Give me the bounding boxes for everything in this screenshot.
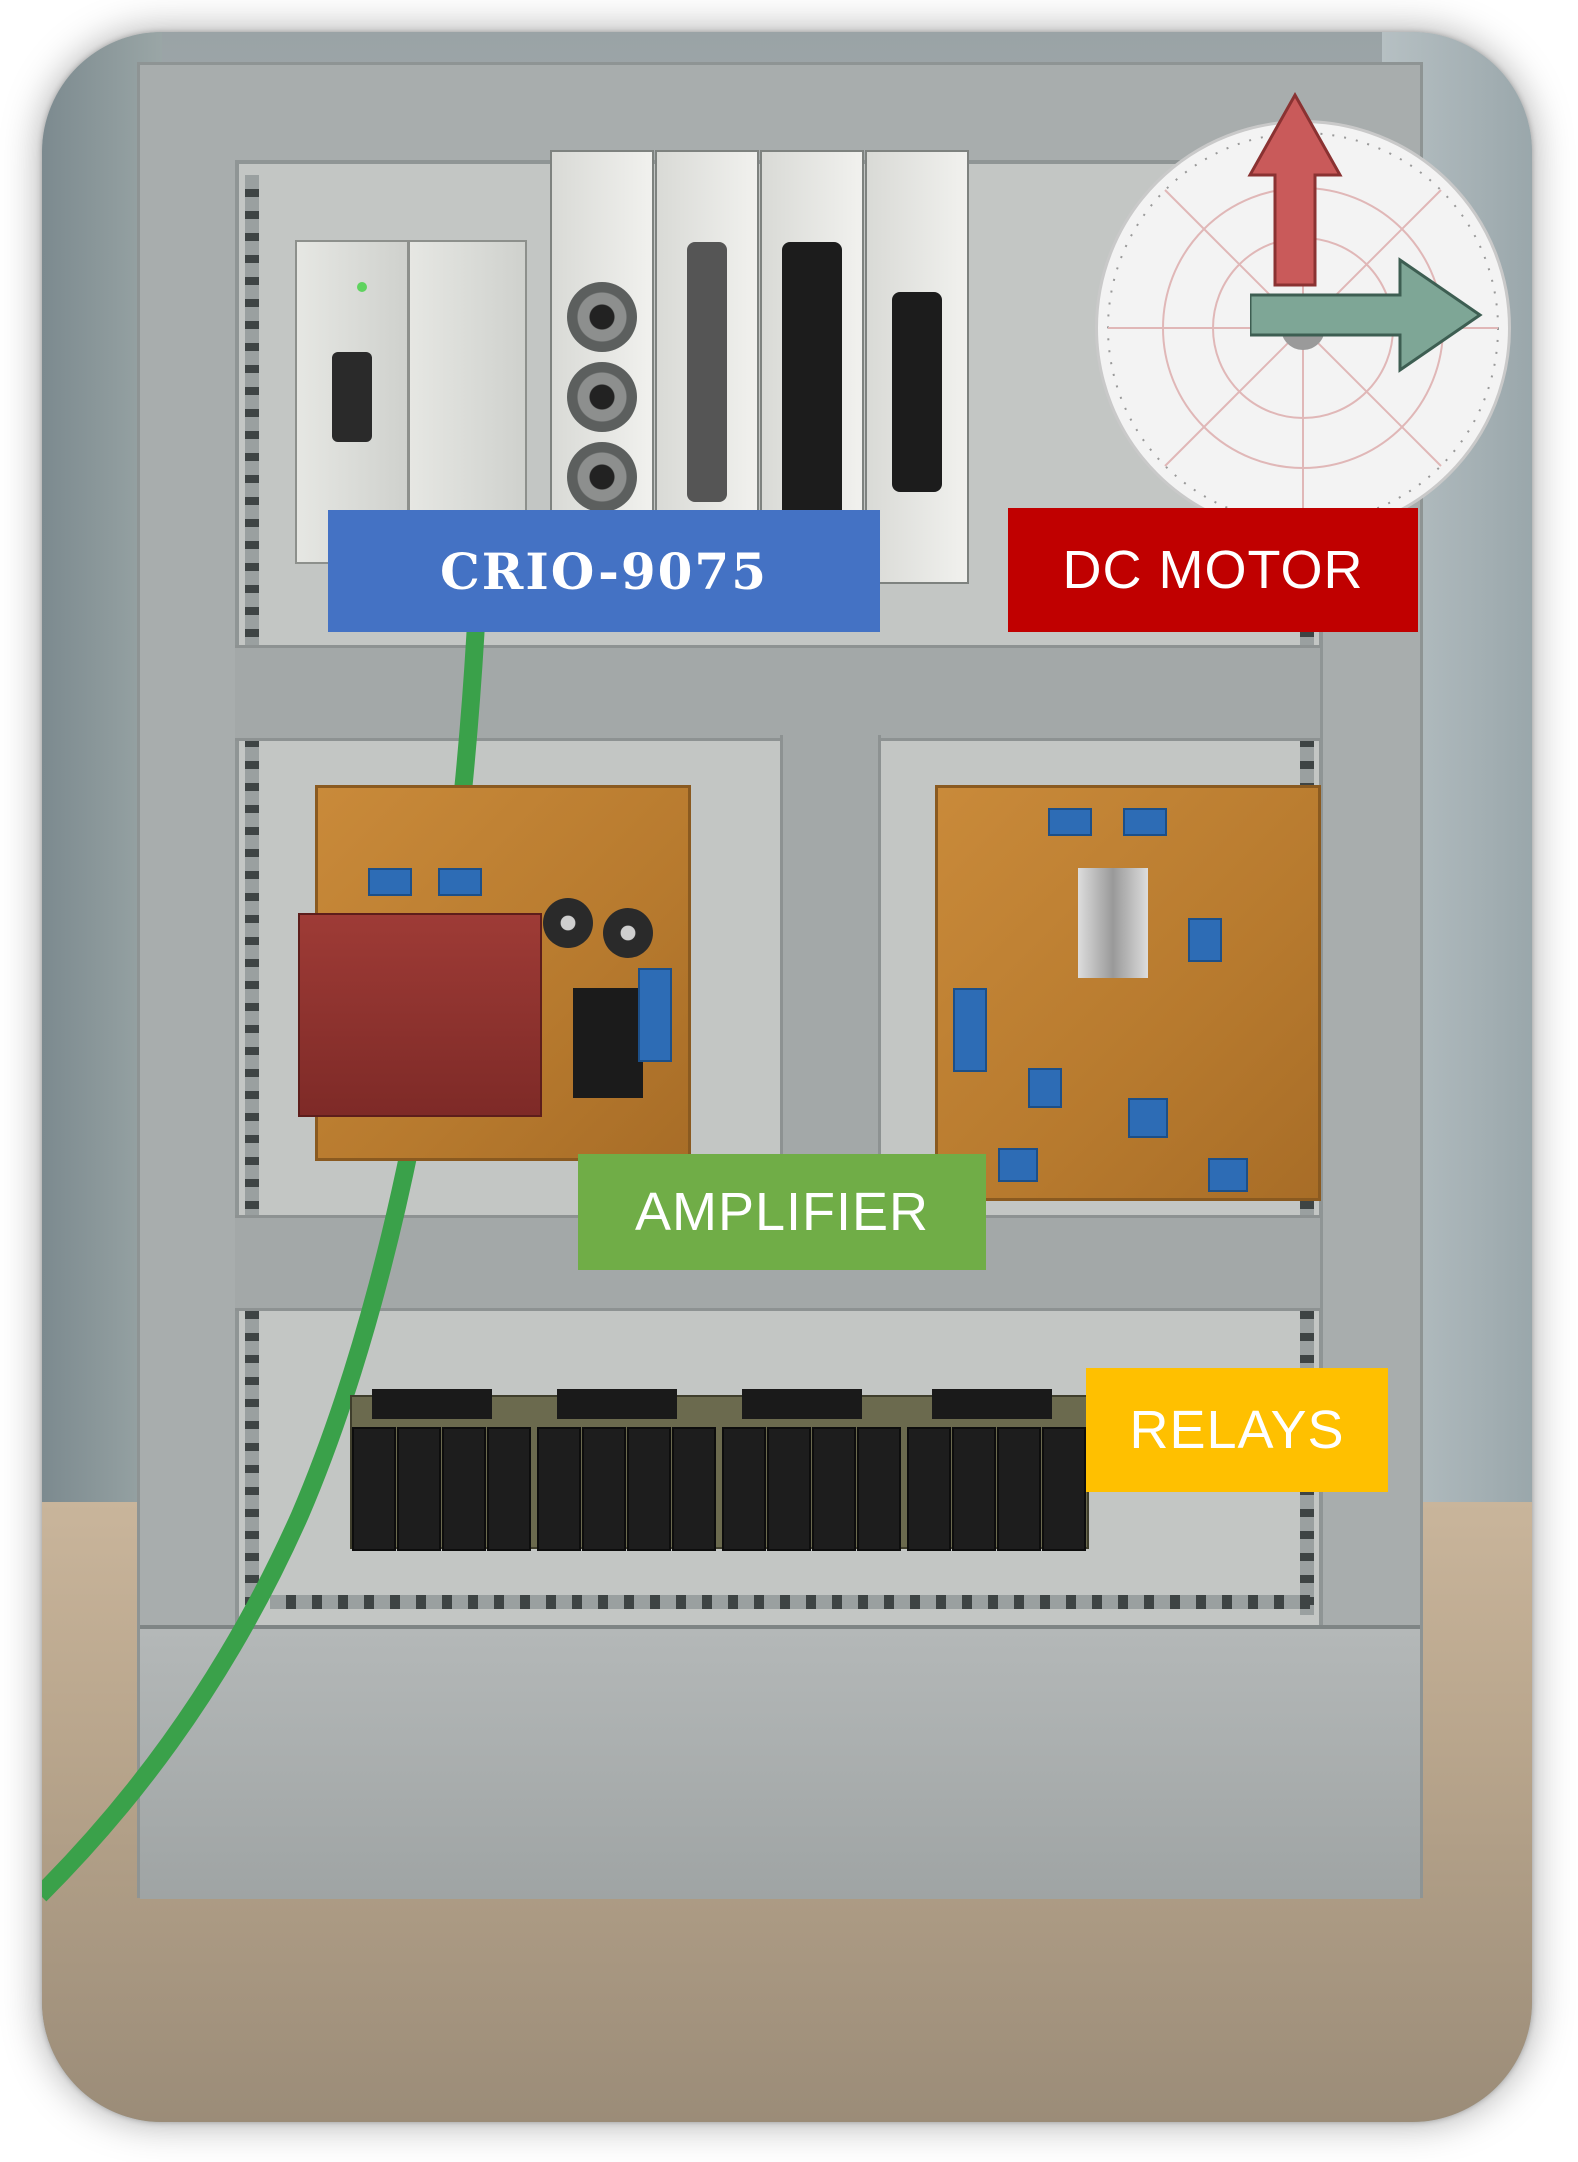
relay [767, 1427, 811, 1551]
crio-9075-label: CRIO-9075 [328, 510, 880, 632]
relay [952, 1427, 996, 1551]
transformer [298, 913, 542, 1117]
dc-motor-label: DC MOTOR [1008, 508, 1418, 632]
relay [907, 1427, 951, 1551]
relay [582, 1427, 626, 1551]
relay [487, 1427, 531, 1551]
capacitor [543, 898, 593, 948]
bnc-connector [567, 442, 637, 512]
bottom-perforated-rail [270, 1595, 1310, 1609]
io-module-bnc [550, 150, 654, 554]
io-module-dsub [655, 150, 759, 554]
terminal-connector [1048, 808, 1092, 836]
capacitor [603, 908, 653, 958]
dsub-connector [687, 242, 727, 502]
relay [857, 1427, 901, 1551]
relay [1042, 1427, 1086, 1551]
upper-cross-rail [235, 645, 1320, 741]
center-divider [780, 735, 881, 1215]
terminal-connector [1128, 1098, 1168, 1138]
relay [997, 1427, 1041, 1551]
relays-label: RELAYS [1086, 1368, 1388, 1492]
relay [812, 1427, 856, 1551]
relay [722, 1427, 766, 1551]
relay [442, 1427, 486, 1551]
cabinet-base [140, 1625, 1420, 1899]
terminal-connector [1028, 1068, 1062, 1108]
terminal-connector [438, 868, 482, 896]
status-led [357, 282, 367, 292]
relay-terminal-strip [372, 1389, 492, 1419]
relay [352, 1427, 396, 1551]
terminal-connector [368, 868, 412, 896]
relay-terminal-strip [932, 1389, 1052, 1419]
io-module-terminal [865, 150, 969, 584]
terminal-connector [638, 968, 672, 1062]
power-supply-board [298, 785, 691, 1161]
amplifier-board [935, 785, 1321, 1201]
regulator [573, 988, 643, 1098]
relay-terminal-strip [742, 1389, 862, 1419]
heatsink [1078, 868, 1148, 978]
serial-port [332, 352, 372, 442]
photo-frame [42, 32, 1532, 2122]
arrow-up-icon [1247, 91, 1343, 287]
terminal-connector [1123, 808, 1167, 836]
terminal-connector [1188, 918, 1222, 962]
relay [627, 1427, 671, 1551]
amplifier-label: AMPLIFIER [578, 1154, 986, 1270]
terminal-connector [953, 988, 987, 1072]
terminal-connector [1208, 1158, 1248, 1192]
ethernet-cable [42, 535, 489, 1902]
terminal-block [782, 242, 842, 552]
terminal-connector [998, 1148, 1038, 1182]
terminal-block [892, 292, 942, 492]
control-cabinet [42, 62, 1511, 1902]
bnc-connector [567, 362, 637, 432]
arrow-right-icon [1250, 257, 1483, 373]
relay-board [350, 1389, 1089, 1551]
relay [397, 1427, 441, 1551]
relay [537, 1427, 581, 1551]
relay [672, 1427, 716, 1551]
relay-terminal-strip [557, 1389, 677, 1419]
bnc-connector [567, 282, 637, 352]
